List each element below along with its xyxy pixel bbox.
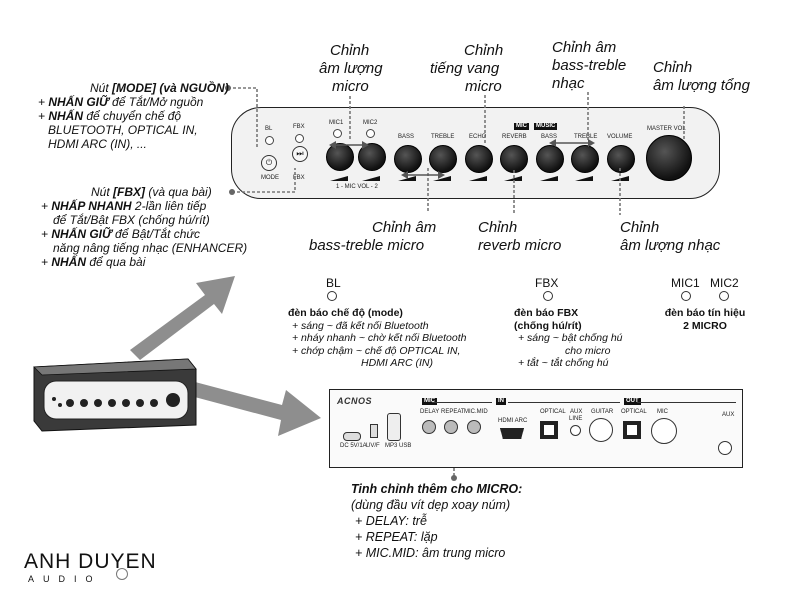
logo-mark-icon [116, 568, 128, 580]
optical-out-label: OPTICAL [621, 409, 647, 415]
fbx-led [295, 134, 304, 143]
delay-trim-knob[interactable] [422, 420, 436, 434]
level-wedge [398, 176, 416, 181]
mic-mid-label: MIC.MID [464, 409, 488, 415]
guitar-jack[interactable] [589, 418, 613, 442]
level-wedge [575, 176, 593, 181]
usb-a-port[interactable] [387, 413, 401, 441]
mic2-indicator-led [719, 291, 729, 301]
mic-indicator-note: đèn báo tín hiệu 2 MICRO [664, 307, 746, 332]
callout-music-bass-treble: Chỉnh âm bass-treble nhạc [552, 39, 627, 92]
aux-in-jack[interactable] [570, 425, 581, 436]
level-wedge [540, 176, 558, 181]
rear-brand-logo: ACNOS [337, 396, 373, 406]
fbx-button[interactable]: ⏭ [292, 146, 308, 162]
bl-led-label: BL [265, 126, 273, 132]
callout-mic-bass-treble: Chỉnh âm bass-treble micro [309, 219, 437, 254]
level-wedge [330, 176, 348, 181]
dc-label: DC 5V/1A [340, 443, 367, 449]
optical-in-port[interactable] [540, 421, 558, 439]
fbx-button-note: Nút [FBX] (và qua bài) + NHẤP NHANH 2-lầ… [41, 185, 248, 269]
master-vol-label: MASTER VOL [647, 126, 686, 132]
mic-tag: MIC [514, 123, 529, 130]
mic-treble-label: TREBLE [431, 134, 455, 140]
callout-music-volume: Chỉnh âm lượng nhạc [620, 219, 721, 254]
fbx-indicator-label: FBX [535, 276, 559, 290]
reverb-label: REVERB [502, 134, 527, 140]
device-illustration [33, 358, 197, 432]
rear-divider [432, 402, 492, 403]
mic1-indicator-led [681, 291, 691, 301]
usb-c-port[interactable] [343, 432, 361, 441]
mic-out-jack[interactable] [651, 418, 677, 444]
music-bass-knob[interactable] [536, 145, 564, 173]
repeat-label: REPEAT [441, 409, 465, 415]
callout-reverb: Chỉnh reverb micro [478, 219, 562, 254]
music-treble-label: TREBLE [574, 134, 598, 140]
delay-label: DELAY [420, 409, 440, 415]
optical-in-label: OPTICAL [540, 409, 566, 415]
hdmi-arc-port[interactable] [500, 428, 524, 439]
line-in-label: LINE [569, 416, 583, 422]
aux-in-label: AUX [570, 409, 583, 415]
callout-master-volume: Chỉnh âm lượng tổng [653, 59, 750, 94]
mic1-indicator-label: MIC1 [671, 276, 700, 290]
mode-switch[interactable] [370, 424, 378, 438]
rear-out-tag: OUT [624, 398, 641, 405]
guitar-label: GUITAR [591, 409, 614, 415]
uv-label: UV/F [366, 443, 380, 449]
rear-divider [508, 402, 620, 403]
master-volume-knob[interactable] [646, 135, 692, 181]
bl-indicator-label: BL [326, 276, 341, 290]
fbx-indicator-note: đèn báo FBX (chống hú/rít) + sáng ~ bật … [514, 307, 623, 369]
aux-out-jack[interactable] [718, 441, 732, 455]
bl-led [265, 136, 274, 145]
mic2-knob-label: MIC2 [363, 120, 378, 126]
level-wedge [362, 176, 380, 181]
mic1-knob-label: MIC1 [329, 120, 344, 126]
mic-vol-label: 1 - MIC VOL - 2 [336, 184, 378, 190]
optical-out-port[interactable] [623, 421, 641, 439]
echo-label: ECHO [469, 134, 487, 140]
music-treble-knob[interactable] [571, 145, 599, 173]
music-tag: MUSIC [534, 123, 558, 130]
music-bass-label: BASS [541, 134, 558, 140]
echo-knob[interactable] [465, 145, 493, 173]
callout-mic-volume: Chỉnh âm lượng micro [319, 42, 383, 95]
volume-knob[interactable] [607, 145, 635, 173]
callout-echo: Chỉnh tiếng vang micro [430, 42, 504, 95]
logo-main-text: ANH DUYEN [24, 550, 157, 573]
logo-sub-text: AUDIO [28, 574, 102, 584]
rear-mic-tag: MIC [422, 398, 437, 405]
bl-indicator-led [327, 291, 337, 301]
bl-indicator-note: đèn báo chế độ (mode) + sáng ~ đã kết nố… [288, 307, 467, 369]
hdmi-arc-label: HDMI ARC [498, 418, 528, 424]
mic2-indicator-label: MIC2 [710, 276, 739, 290]
level-wedge [504, 176, 522, 181]
level-wedge [433, 176, 451, 181]
fbx-indicator-led [543, 291, 553, 301]
aux-out-label: AUX [722, 412, 735, 418]
level-wedge [469, 176, 487, 181]
rear-in-tag: IN [496, 398, 506, 405]
mic2-led [366, 129, 375, 138]
fbx-led-label: FBX [293, 124, 305, 130]
mp3-usb-label: MP3 USB [385, 443, 412, 449]
mic-out-label: MIC [657, 409, 668, 415]
volume-label: VOLUME [607, 134, 633, 140]
repeat-trim-knob[interactable] [444, 420, 458, 434]
mode-button-note: Nút [MODE] (và NGUỒN) + NHẤN GIỮ để Tắt/… [38, 81, 229, 151]
brand-logo: ANH DUYEN AUDIO [24, 550, 157, 584]
rear-divider [637, 402, 736, 403]
mode-button[interactable]: ⏻ [261, 155, 277, 171]
fbx-button-label: FBX [293, 175, 305, 181]
rear-mic-note: Tinh chỉnh thêm cho MICRO: (dùng đầu vít… [351, 482, 523, 560]
mic-mid-trim-knob[interactable] [467, 420, 481, 434]
mic-treble-knob[interactable] [429, 145, 457, 173]
mode-button-label: MODE [261, 175, 279, 181]
mic-bass-label: BASS [398, 134, 415, 140]
mic1-volume-knob[interactable] [326, 143, 354, 171]
mic1-led [333, 129, 342, 138]
